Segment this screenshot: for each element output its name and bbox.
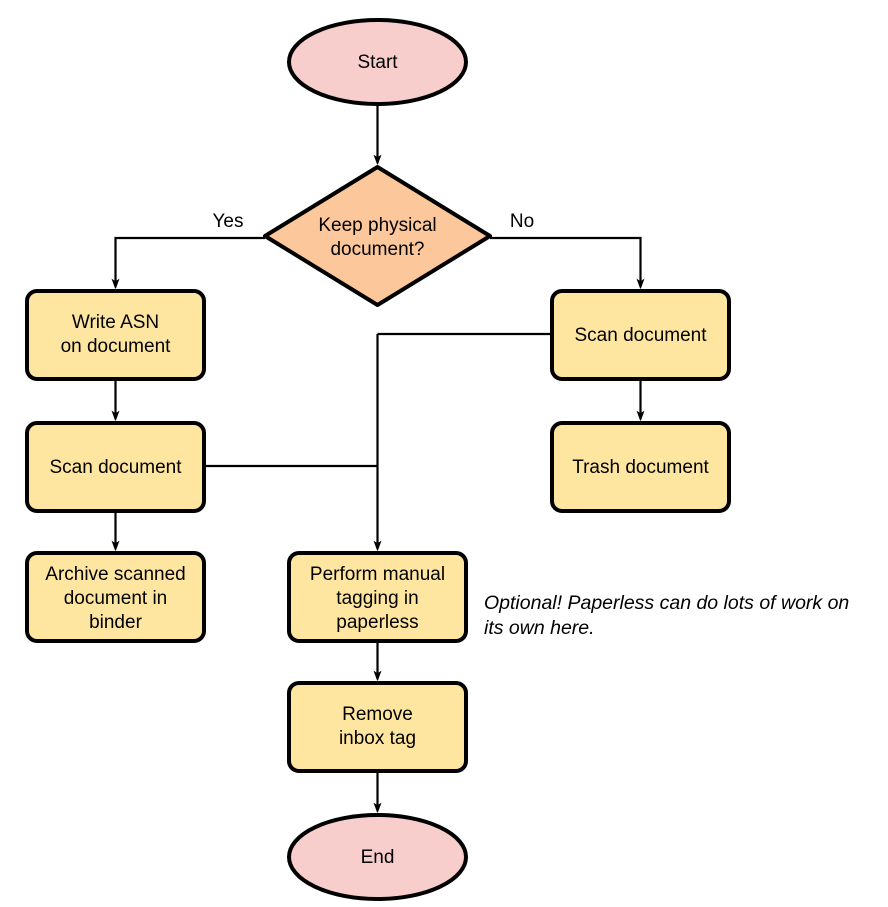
- node-start[interactable]: Start: [287, 18, 468, 106]
- start-ellipse-shape: [287, 18, 468, 106]
- node-archive-binder[interactable]: Archive scanned document in binder: [25, 551, 206, 643]
- edges-layer: [116, 104, 641, 808]
- edge-label-yes: Yes: [213, 211, 244, 232]
- manual-tagging-box-shape: [287, 551, 468, 643]
- optional-note-line2: its own here.: [484, 617, 595, 639]
- edge-label-no: No: [510, 211, 534, 232]
- end-label: End: [361, 847, 395, 868]
- node-end[interactable]: End: [287, 813, 468, 901]
- scan-document-left-label: Scan document: [49, 457, 182, 478]
- optional-note-line1: Optional! Paperless can do lots of work …: [484, 592, 849, 614]
- archive-binder-label-line1: Archive scanned: [45, 564, 185, 585]
- start-label: Start: [357, 52, 398, 73]
- decision-diamond-shape: [263, 165, 492, 307]
- manual-tagging-label-line1: Perform manual: [310, 564, 445, 585]
- node-remove-inbox-tag[interactable]: Remove inbox tag: [287, 681, 468, 773]
- write-asn-box-shape: [25, 289, 206, 381]
- edge-decision-to-write-asn: [116, 236, 265, 284]
- remove-inbox-tag-label-line2: inbox tag: [339, 728, 416, 749]
- remove-inbox-tag-box-shape: [287, 681, 468, 773]
- edge-labels-layer: Yes No: [213, 211, 535, 232]
- node-trash-document[interactable]: Trash document: [550, 421, 731, 513]
- scan-document-right-label: Scan document: [574, 325, 707, 346]
- decision-label-line2: document?: [330, 239, 424, 260]
- trash-document-label: Trash document: [572, 457, 709, 478]
- write-asn-label-line1: Write ASN: [72, 312, 159, 333]
- scan-document-left-box-shape: [25, 421, 206, 513]
- node-write-asn[interactable]: Write ASN on document: [25, 289, 206, 381]
- write-asn-label-line2: on document: [61, 336, 172, 357]
- node-manual-tagging[interactable]: Perform manual tagging in paperless: [287, 551, 468, 643]
- trash-document-box-shape: [550, 421, 731, 513]
- end-ellipse-shape: [287, 813, 468, 901]
- node-keep-physical-document[interactable]: Keep physical document?: [263, 165, 492, 307]
- archive-binder-label-line2: document in: [64, 588, 168, 609]
- archive-binder-label-line3: binder: [89, 612, 142, 633]
- decision-label-line1: Keep physical: [318, 215, 436, 236]
- edge-decision-to-scan-right: [490, 236, 641, 284]
- scan-document-right-box-shape: [550, 289, 731, 381]
- node-scan-document-right[interactable]: Scan document: [550, 289, 731, 381]
- annotation-optional-note: Optional! Paperless can do lots of work …: [484, 592, 849, 639]
- remove-inbox-tag-label-line1: Remove: [342, 704, 413, 725]
- node-scan-document-left[interactable]: Scan document: [25, 421, 206, 513]
- manual-tagging-label-line3: paperless: [336, 612, 418, 633]
- archive-binder-box-shape: [25, 551, 206, 643]
- manual-tagging-label-line2: tagging in: [336, 588, 418, 609]
